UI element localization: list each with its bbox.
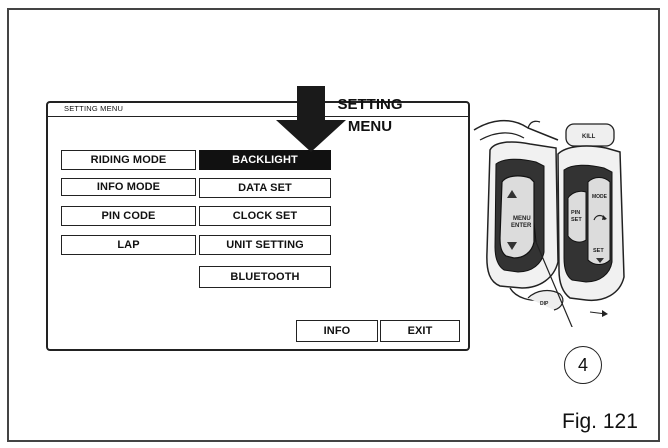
backlight-button[interactable]: BACKLIGHT <box>199 150 331 170</box>
setting-menu-label: SETTING MENU <box>332 94 408 138</box>
figure-frame <box>7 8 660 442</box>
setting-label-line2: MENU <box>347 118 393 135</box>
callout-number: 4 <box>577 354 588 375</box>
info-button[interactable]: INFO <box>296 320 378 342</box>
riding-mode-button[interactable]: RIDING MODE <box>61 150 196 170</box>
mode-label: MODE <box>592 194 608 200</box>
svg-text:PIN SET: PIN SET <box>571 210 582 223</box>
setting-label-line1: SETTING <box>337 96 403 113</box>
data-set-button[interactable]: DATA SET <box>199 178 331 198</box>
callout-4: 4 <box>564 346 602 384</box>
clock-set-button[interactable]: CLOCK SET <box>199 206 331 226</box>
kill-label: KILL <box>582 134 596 140</box>
down-arrow-icon <box>276 86 346 152</box>
figure-label: Fig. 121 <box>562 410 638 433</box>
bluetooth-button[interactable]: BLUETOOTH <box>199 266 331 288</box>
handlebar-switch-illustration: KILL MENU ENTER PIN SET MODE SET DIP <box>473 119 625 327</box>
dip-label: DIP <box>540 301 549 307</box>
menu-enter-label: MENU ENTER <box>511 216 532 229</box>
lap-button[interactable]: LAP <box>61 235 196 255</box>
pin-code-button[interactable]: PIN CODE <box>61 206 196 226</box>
setting-menu-screen: SETTING MENU RIDING MODE INFO MODE PIN C… <box>46 101 470 351</box>
info-mode-button[interactable]: INFO MODE <box>61 178 196 196</box>
exit-button[interactable]: EXIT <box>380 320 460 342</box>
menu-title: SETTING MENU <box>64 104 124 113</box>
menu-header: SETTING MENU <box>48 103 468 117</box>
set-label: SET <box>593 248 604 254</box>
unit-setting-button[interactable]: UNIT SETTING <box>199 235 331 255</box>
